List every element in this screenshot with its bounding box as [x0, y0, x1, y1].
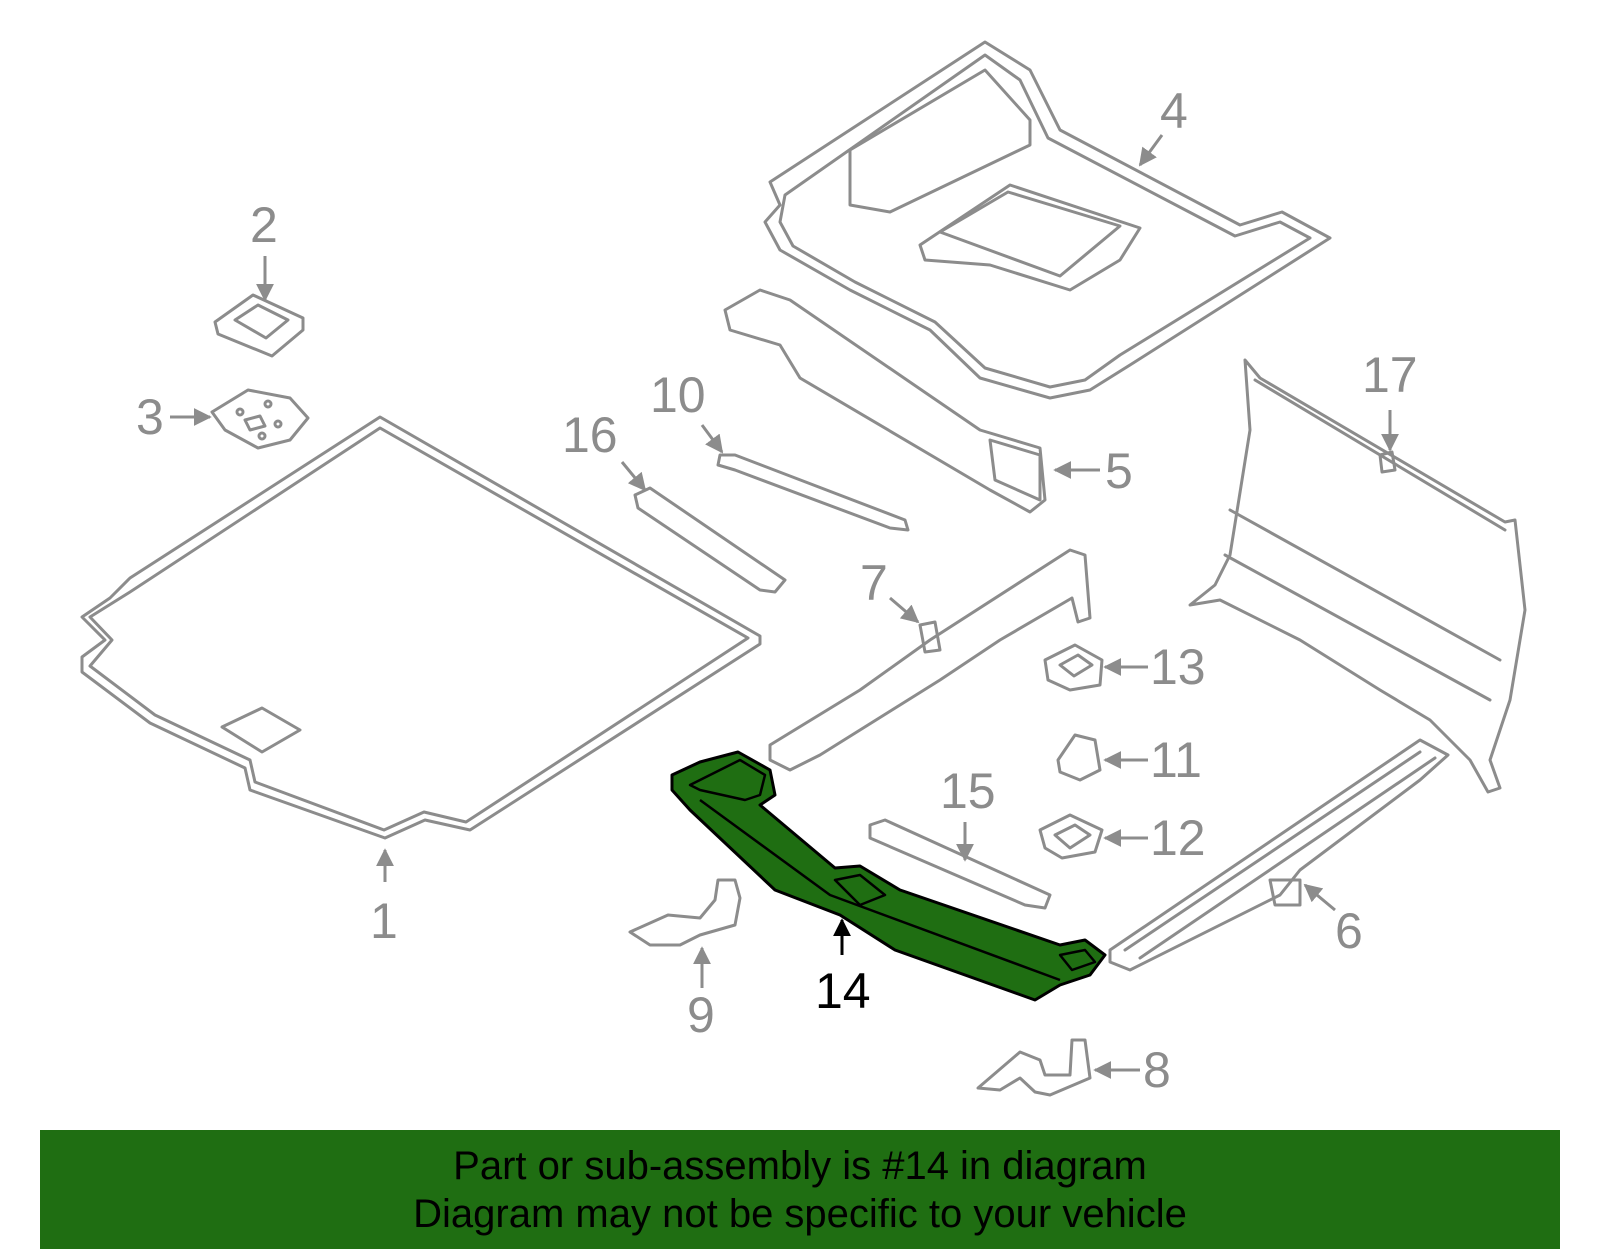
- callout-6: 6: [1335, 903, 1363, 959]
- callout-10: 10: [650, 367, 706, 423]
- part-2-grommet[interactable]: [213, 293, 305, 358]
- part-16-strip[interactable]: [633, 486, 787, 594]
- callout-labels: 1 2 3 4 5 6 7 8 9 10 11 12 13 14 15 16 1…: [136, 83, 1418, 1098]
- callout-4: 4: [1160, 83, 1188, 139]
- callout-2: 2: [250, 197, 278, 253]
- part-6-rail[interactable]: [1108, 738, 1450, 972]
- callout-3: 3: [136, 389, 164, 445]
- banner-line-disclaimer: Diagram may not be specific to your vehi…: [413, 1191, 1187, 1236]
- callout-13: 13: [1150, 639, 1206, 695]
- callout-9: 9: [687, 987, 715, 1043]
- part-12-clip[interactable]: [1038, 813, 1104, 860]
- part-8-bracket[interactable]: [976, 1038, 1092, 1097]
- callout-11: 11: [1150, 732, 1202, 788]
- part-7-bracket[interactable]: [768, 548, 1092, 772]
- part-4-trunk-tub[interactable]: [763, 40, 1332, 400]
- banner-line-part: Part or sub-assembly is #14 in diagram: [453, 1143, 1147, 1188]
- callout-1: 1: [370, 893, 398, 949]
- callout-8: 8: [1143, 1042, 1171, 1098]
- part-3-plate[interactable]: [210, 388, 310, 450]
- part-5-panel[interactable]: [723, 288, 1047, 514]
- part-13-clip[interactable]: [1043, 643, 1104, 692]
- callout-17: 17: [1362, 347, 1418, 403]
- part-11-clip[interactable]: [1056, 733, 1102, 782]
- part-15-strip[interactable]: [868, 818, 1052, 910]
- callout-14: 14: [815, 963, 871, 1019]
- part-1-floor-mat[interactable]: [80, 415, 762, 840]
- callout-16: 16: [562, 407, 618, 463]
- part-9-bracket[interactable]: [628, 878, 742, 947]
- callout-5: 5: [1105, 443, 1133, 499]
- part-17-quarter-panel[interactable]: [1188, 358, 1527, 794]
- part-10-strip[interactable]: [716, 453, 910, 532]
- callout-arrows: [170, 134, 1399, 1079]
- callout-7: 7: [860, 555, 888, 611]
- part-14-highlighted[interactable]: [670, 750, 1107, 1002]
- callout-15: 15: [940, 763, 996, 819]
- callout-12: 12: [1150, 810, 1206, 866]
- info-banner: Part or sub-assembly is #14 in diagram D…: [40, 1130, 1560, 1249]
